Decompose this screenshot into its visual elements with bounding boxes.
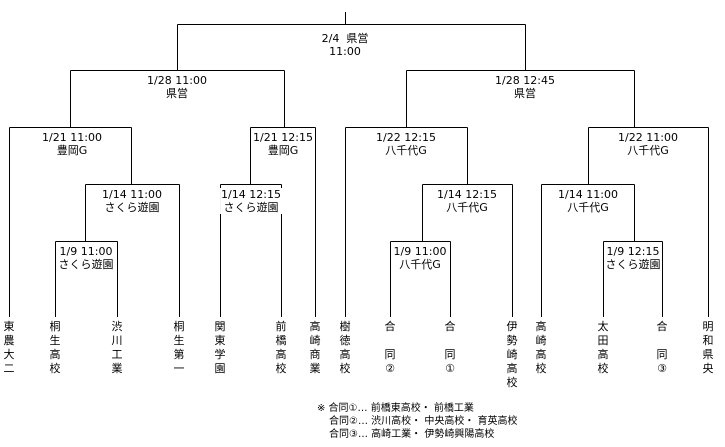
r1-datetime: 1/9 12:15: [606, 245, 660, 258]
r2-datetime: 1/14 11:00: [558, 188, 618, 201]
bracket-line-semi-right: [406, 70, 635, 128]
r2-venue: 八千代G: [446, 201, 488, 214]
bracket-line-r2-1: [85, 184, 180, 317]
team-name: 関 東 学 園: [214, 320, 226, 375]
bracket-line-r2-3: [422, 184, 513, 317]
team-name: 前 橋 高 校: [275, 320, 287, 375]
qf-venue: 八千代G: [627, 144, 669, 157]
team-name: 桐 生 第 一: [173, 320, 185, 375]
final-label: 2/4 県営 11:00: [320, 32, 370, 58]
team-name: 明 和 県 央: [702, 320, 714, 375]
qf-venue: 豊岡G: [56, 144, 88, 157]
qf-datetime: 1/22 11:00: [618, 131, 678, 144]
bracket-line-qf-2: [250, 127, 316, 317]
qf-label-1: 1/21 11:00 豊岡G: [41, 131, 103, 157]
qf-venue: 豊岡G: [267, 144, 299, 157]
r2-label-4: 1/14 11:00 八千代G: [557, 188, 619, 214]
footnote-line: 合同②… 渋川高校・ 中央高校・ 育英高校: [329, 416, 518, 427]
r2-venue: さくら遊園: [223, 201, 279, 214]
bracket-line-r2-4: [541, 184, 635, 317]
team-name: 合 同 ①: [444, 320, 456, 375]
r2-datetime: 1/14 12:15: [437, 188, 497, 201]
semi-datetime: 1/28 11:00: [147, 74, 207, 87]
bracket-line-qf-1: [9, 127, 132, 317]
footnote-line: ※ 合同①… 前橋東高校・ 前橋工業: [317, 403, 474, 414]
bracket-line-semi-left: [70, 70, 285, 128]
r2-label-2: 1/14 12:15 さくら遊園: [220, 188, 282, 214]
r1-datetime: 1/9 11:00: [59, 245, 113, 258]
qf-label-4: 1/22 11:00 八千代G: [617, 131, 679, 157]
r2-venue: さくら遊園: [104, 201, 160, 214]
team-name: 高 崎 商 業: [309, 320, 321, 375]
r2-datetime: 1/14 12:15: [221, 188, 281, 201]
r1-venue: 八千代G: [399, 258, 441, 271]
qf-datetime: 1/21 11:00: [42, 131, 102, 144]
qf-label-2: 1/21 12:15 豊岡G: [252, 131, 314, 157]
qf-label-3: 1/22 12:15 八千代G: [375, 131, 437, 157]
semi-datetime: 1/28 12:45: [495, 74, 555, 87]
r1-label-3: 1/9 12:15 さくら遊園: [604, 245, 662, 271]
footnote-line: 合同③… 高崎工業・ 伊勢崎興陽高校: [329, 429, 495, 440]
team-name: 合 同 ②: [384, 320, 396, 375]
team-name: 樹 徳 高 校: [339, 320, 351, 375]
r2-label-1: 1/14 11:00 さくら遊園: [101, 188, 163, 214]
team-name: 伊 勢 崎 高 校: [506, 320, 518, 389]
qf-datetime: 1/21 12:15: [253, 131, 313, 144]
r1-venue: さくら遊園: [58, 258, 114, 271]
bracket-line-qf-4: [588, 127, 709, 317]
team-name: 東 農 大 二: [3, 320, 15, 375]
team-name: 太 田 高 校: [597, 320, 609, 375]
bracket-line-qf-3: [345, 127, 468, 317]
semi-label-right: 1/28 12:45 県営: [494, 74, 556, 100]
r1-venue: さくら遊園: [605, 258, 661, 271]
r1-label-1: 1/9 11:00 さくら遊園: [57, 245, 115, 271]
qf-venue: 八千代G: [385, 144, 427, 157]
semi-venue: 県営: [514, 87, 536, 100]
r1-datetime: 1/9 11:00: [393, 245, 447, 258]
bracket-line-final: [177, 12, 526, 71]
team-name: 合 同 ③: [656, 320, 668, 375]
team-name: 高 崎 高 校: [535, 320, 547, 375]
final-date: 2/4: [321, 32, 340, 45]
r2-label-3: 1/14 12:15 八千代G: [436, 188, 498, 214]
bracket-line-r1-2: [390, 241, 451, 317]
r1-label-2: 1/9 11:00 八千代G: [392, 245, 448, 271]
final-venue: 県営: [346, 32, 369, 45]
r2-datetime: 1/14 11:00: [102, 188, 162, 201]
semi-label-left: 1/28 11:00 県営: [146, 74, 208, 100]
team-name: 桐 生 高 校: [49, 320, 61, 375]
bracket-line-r1-1: [55, 241, 118, 317]
r2-venue: 八千代G: [567, 201, 609, 214]
bracket-line-r1-3: [603, 241, 663, 317]
qf-datetime: 1/22 12:15: [376, 131, 436, 144]
final-time: 11:00: [329, 45, 361, 58]
team-name: 渋 川 工 業: [111, 320, 123, 375]
semi-venue: 県営: [166, 87, 188, 100]
